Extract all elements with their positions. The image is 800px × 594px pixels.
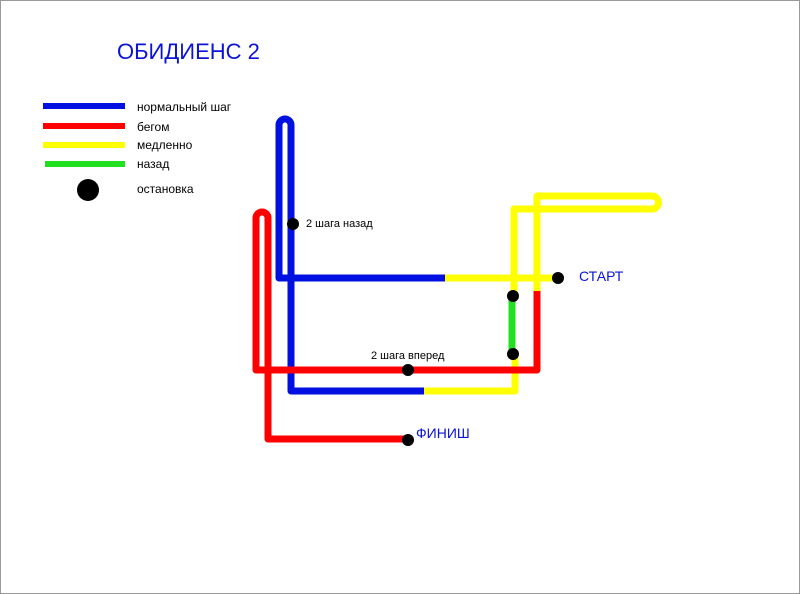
path-walk-loop bbox=[275, 115, 445, 395]
diagram-title: ОБИДИЕНС 2 bbox=[117, 39, 260, 64]
stop-dot-forward-two bbox=[402, 364, 414, 376]
legend-label-walk: нормальный шаг bbox=[137, 100, 232, 114]
stop-dot-finish bbox=[402, 434, 414, 446]
legend-swatch-back bbox=[45, 161, 125, 167]
legend-swatch-walk bbox=[43, 103, 125, 109]
legend-label-run: бегом bbox=[137, 120, 170, 134]
path-slow-hairpin bbox=[510, 192, 662, 296]
legend-stop-dot bbox=[77, 179, 99, 201]
legend-label-back: назад bbox=[137, 157, 170, 171]
stop-dot-green-bottom bbox=[507, 348, 519, 360]
finish-label: ФИНИШ bbox=[416, 425, 470, 441]
legend-swatch-run bbox=[43, 123, 125, 129]
stop-dot-green-top bbox=[507, 290, 519, 302]
legend-label-slow: медленно bbox=[137, 138, 193, 152]
path-slow-lower bbox=[424, 354, 519, 395]
stop-dot-start bbox=[552, 272, 564, 284]
note-back-two: 2 шага назад bbox=[306, 218, 373, 230]
note-forward-two: 2 шага вперед bbox=[371, 350, 445, 362]
path-run bbox=[252, 208, 541, 443]
legend-swatch-slow bbox=[43, 142, 125, 148]
start-label: СТАРТ bbox=[579, 268, 624, 284]
stop-dot-back-two bbox=[287, 218, 299, 230]
legend-label-stop: остановка bbox=[137, 182, 194, 196]
